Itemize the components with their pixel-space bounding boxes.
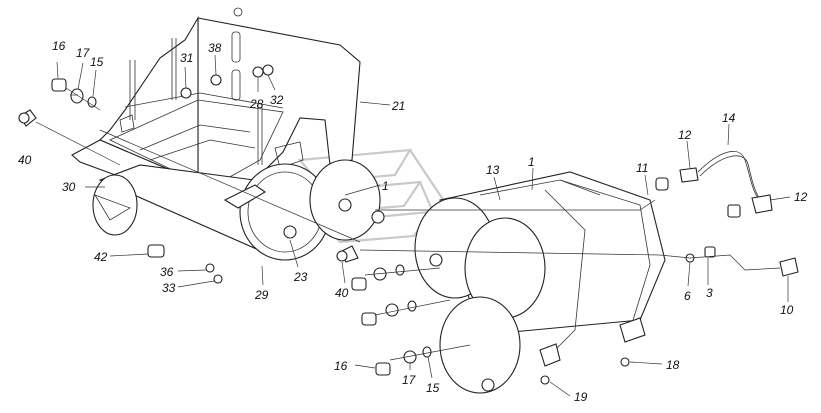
callout-labels: 16 17 15 40 31 38 28 32 21 30 1 42 36 33… bbox=[18, 39, 808, 404]
callout-30: 30 bbox=[62, 180, 76, 194]
left-drain-fittings bbox=[18, 78, 97, 127]
callout-3: 3 bbox=[706, 286, 713, 300]
callout-15: 15 bbox=[90, 55, 104, 69]
callout-29: 29 bbox=[254, 288, 269, 302]
callout-11: 11 bbox=[636, 161, 648, 175]
callout-36: 36 bbox=[160, 265, 174, 279]
callout-18: 18 bbox=[666, 358, 680, 372]
callout-16b: 16 bbox=[334, 359, 348, 373]
callout-33: 33 bbox=[162, 281, 176, 295]
callout-40: 40 bbox=[18, 153, 32, 167]
callout-19: 19 bbox=[574, 390, 588, 404]
callout-1: 1 bbox=[382, 179, 389, 193]
callout-17b: 17 bbox=[402, 373, 417, 387]
callout-6: 6 bbox=[684, 289, 691, 303]
callout-12b: 12 bbox=[794, 190, 808, 204]
callout-13: 13 bbox=[486, 163, 500, 177]
callout-32: 32 bbox=[270, 93, 284, 107]
callout-1b: 1 bbox=[528, 155, 535, 169]
right-fittings bbox=[540, 151, 799, 385]
callout-23: 23 bbox=[293, 270, 308, 284]
callout-15b: 15 bbox=[426, 381, 440, 395]
callout-17: 17 bbox=[76, 46, 91, 60]
callout-21: 21 bbox=[391, 99, 405, 113]
callout-38: 38 bbox=[208, 41, 222, 55]
left-air-tank bbox=[92, 159, 381, 284]
callout-31: 31 bbox=[180, 51, 193, 65]
leader-lines bbox=[35, 54, 791, 397]
callout-12: 12 bbox=[678, 128, 692, 142]
right-air-tanks bbox=[414, 171, 666, 394]
callout-16: 16 bbox=[52, 39, 66, 53]
callout-10: 10 bbox=[780, 303, 794, 317]
callout-28: 28 bbox=[249, 97, 264, 111]
callout-40b: 40 bbox=[335, 286, 349, 300]
callout-42: 42 bbox=[94, 250, 108, 264]
callout-14: 14 bbox=[722, 111, 736, 125]
